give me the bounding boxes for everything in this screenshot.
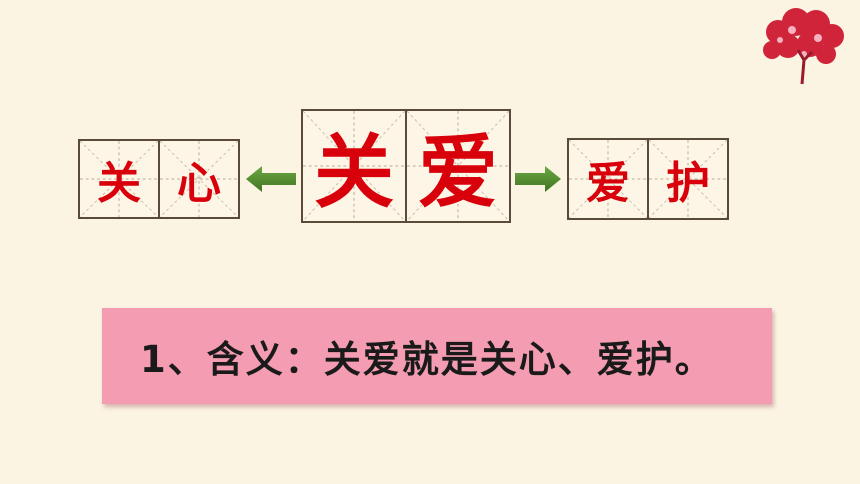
heart-tree-icon (748, 2, 858, 86)
right-char-box-1: 爱 (567, 138, 649, 220)
left-char-2: 心 (177, 158, 221, 209)
left-char-box-1: 关 (78, 139, 160, 219)
right-char-2: 护 (666, 158, 710, 209)
left-char-1: 关 (97, 158, 141, 209)
center-char-2: 爱 (418, 125, 498, 219)
left-char-box-2: 心 (158, 139, 240, 219)
center-char-box-2: 爱 (405, 109, 511, 223)
center-char-box-1: 关 (301, 109, 407, 223)
right-char-1: 爱 (586, 158, 630, 209)
left-arrow-icon (246, 166, 296, 192)
right-arrow-icon (515, 166, 561, 192)
right-char-box-2: 护 (647, 138, 729, 220)
definition-text: 1、含义：关爱就是关心、爱护。 (140, 338, 714, 381)
center-char-1: 关 (314, 125, 394, 219)
definition-banner: 1、含义：关爱就是关心、爱护。 (102, 308, 772, 404)
